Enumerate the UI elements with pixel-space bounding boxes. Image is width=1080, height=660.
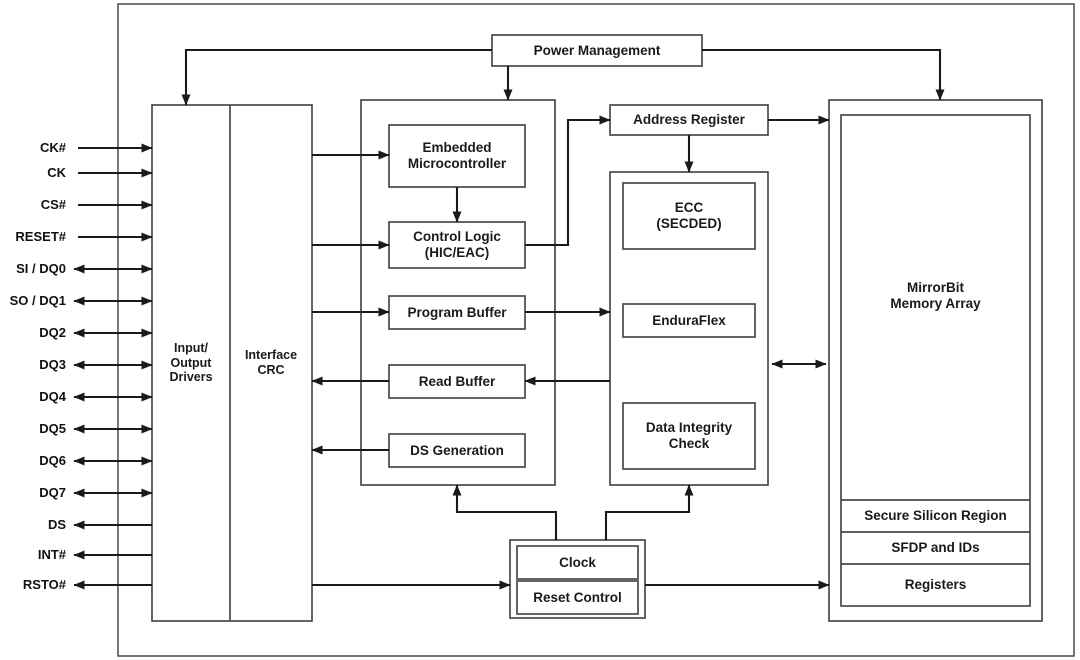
link-power-to-memory (702, 48, 945, 101)
link-clock-to-ecc-group (604, 484, 694, 540)
box-power-management (491, 34, 703, 67)
pin-connections (73, 143, 153, 590)
link-control-logic-to-address-register (525, 115, 611, 247)
box-data-integrity-check (622, 402, 756, 470)
box-address-register (609, 104, 769, 136)
pin-label-dq2: DQ2 (39, 325, 66, 340)
pin-label-ck-hash: CK# (39, 140, 66, 155)
box-embedded-microcontroller (388, 124, 526, 188)
pin-label-dq4: DQ4 (39, 389, 66, 404)
pin-label-int-hash: INT# (37, 547, 66, 562)
pin-label-reset: RESET# (15, 229, 66, 244)
internal-routing (181, 48, 945, 590)
box-io-block (151, 104, 313, 622)
box-memory-inner (840, 114, 1031, 607)
pin-label-ds: DS (47, 517, 66, 532)
pin-label-dq5: DQ5 (39, 421, 66, 436)
box-ecc (622, 182, 756, 250)
pin-label-so-dq1: SO / DQ1 (9, 293, 66, 308)
box-program-buffer (388, 295, 526, 330)
box-clock (516, 545, 639, 580)
pin-label-cs-hash: CS# (40, 197, 66, 212)
pin-label-rsto-hash: RSTO# (22, 577, 66, 592)
box-read-buffer (388, 364, 526, 399)
link-clock-to-core-logic (452, 484, 558, 540)
link-power-to-io (181, 48, 492, 106)
pin-label-si-dq0: SI / DQ0 (16, 261, 66, 276)
box-reset-control (516, 580, 639, 615)
box-enduraflex (622, 303, 756, 338)
pin-label-dq3: DQ3 (39, 357, 66, 372)
pin-label-dq6: DQ6 (39, 453, 66, 468)
box-control-logic (388, 221, 526, 269)
pin-label-dq7: DQ7 (39, 485, 66, 500)
pin-label-ck: CK (47, 165, 66, 180)
box-ds-generation (388, 433, 526, 468)
